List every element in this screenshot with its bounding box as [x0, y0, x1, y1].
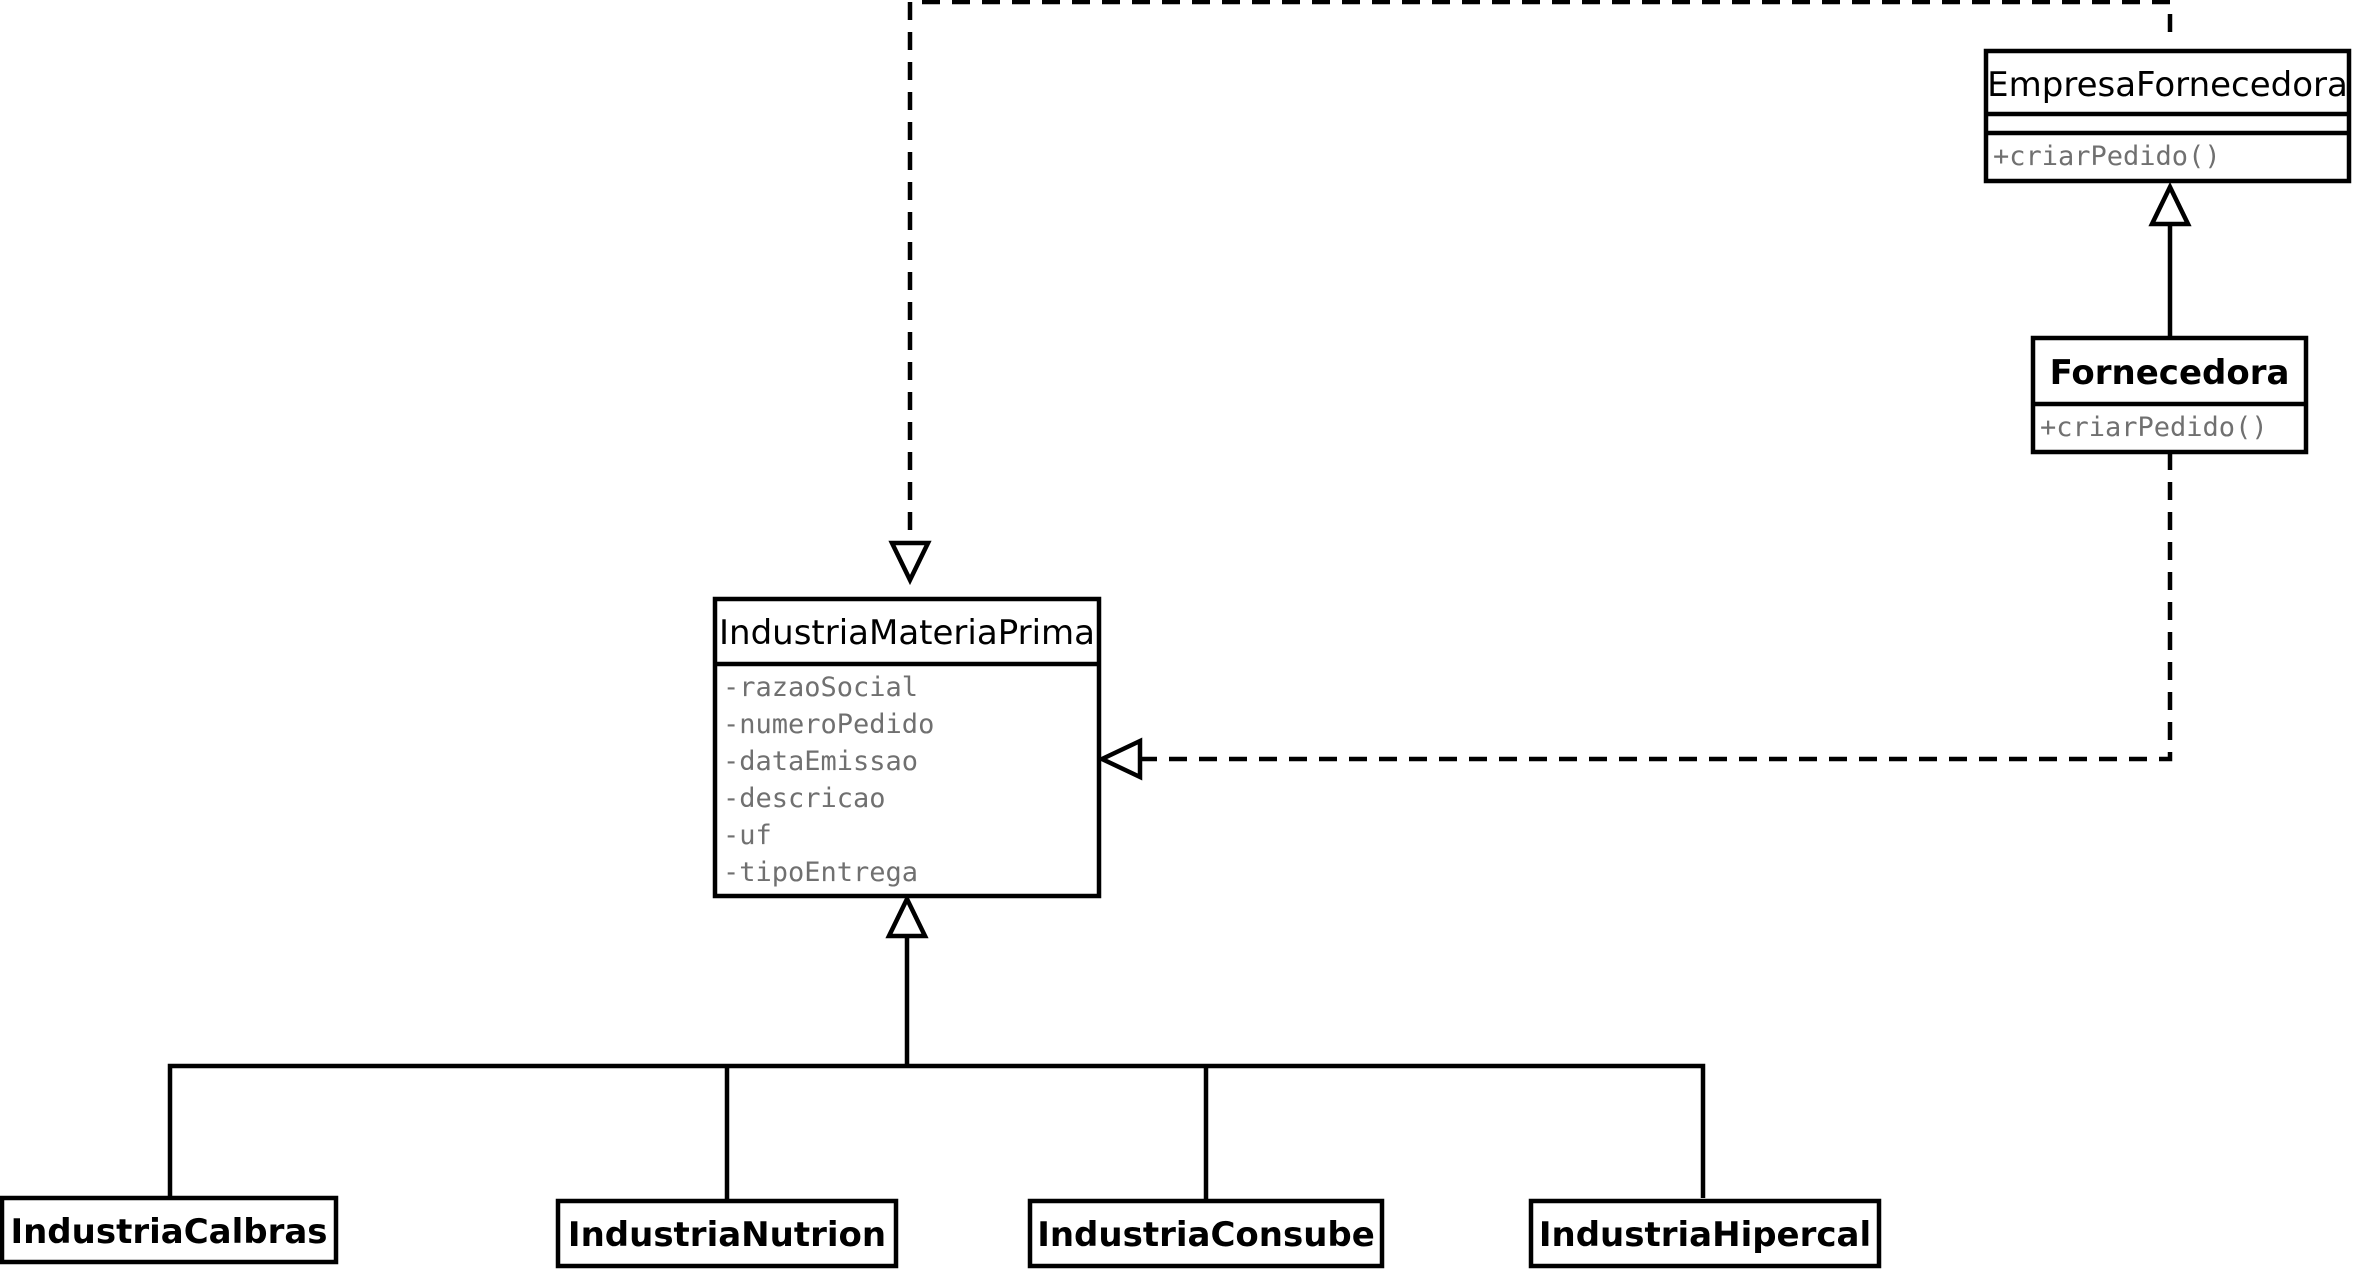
- realization-edge-empresafornecedora-to-industriamateriaprima: [907, 0, 2173, 545]
- class-empresafornecedora[interactable]: EmpresaFornecedora +criarPedido(): [1983, 48, 2352, 184]
- attribute: -tipoEntrega: [723, 857, 918, 888]
- class-box: [555, 1198, 899, 1269]
- attribute: -numeroPedido: [723, 709, 934, 740]
- class-industriaconsube[interactable]: IndustriaConsube: [1027, 1198, 1385, 1269]
- class-name: EmpresaFornecedora: [1987, 65, 2348, 105]
- class-industriahipercal[interactable]: IndustriaHipercal: [1528, 1198, 1882, 1269]
- operation: +criarPedido(): [1993, 141, 2221, 172]
- realization-edge-fornecedora-to-industriamateriaprima: [1138, 452, 2173, 762]
- class-fornecedora[interactable]: Fornecedora +criarPedido(): [2030, 335, 2309, 455]
- class-industriamateriaprima[interactable]: IndustriaMateriaPrima -razaoSocial -nume…: [712, 596, 1102, 899]
- class-industrianutrion[interactable]: IndustriaNutrion: [555, 1198, 899, 1269]
- class-box: [2030, 335, 2309, 455]
- class-name: IndustriaNutrion: [568, 1215, 886, 1255]
- generalization-tree-industrias: [167, 936, 1706, 1201]
- attribute: -razaoSocial: [723, 672, 918, 703]
- attribute: -uf: [723, 820, 772, 851]
- class-box: [1027, 1198, 1385, 1269]
- attribute: -dataEmissao: [723, 746, 918, 777]
- realization-arrowhead-top: [888, 540, 932, 586]
- realization-arrowhead-right: [1096, 737, 1143, 781]
- class-box: [0, 1195, 339, 1265]
- operation: +criarPedido(): [2040, 412, 2268, 443]
- class-name: IndustriaHipercal: [1539, 1215, 1871, 1255]
- class-box: [1528, 1198, 1882, 1269]
- attribute: -descricao: [723, 783, 886, 814]
- class-name: IndustriaMateriaPrima: [719, 613, 1095, 653]
- class-name: IndustriaConsube: [1037, 1215, 1375, 1255]
- generalization-arrowhead-empresafornecedora: [2148, 181, 2192, 227]
- class-box: [712, 596, 1102, 899]
- class-industriacalbras[interactable]: IndustriaCalbras: [0, 1195, 339, 1265]
- class-name: IndustriaCalbras: [10, 1212, 327, 1252]
- generalization-arrowhead-industriamateriaprima: [885, 893, 929, 939]
- class-name: Fornecedora: [2050, 353, 2290, 393]
